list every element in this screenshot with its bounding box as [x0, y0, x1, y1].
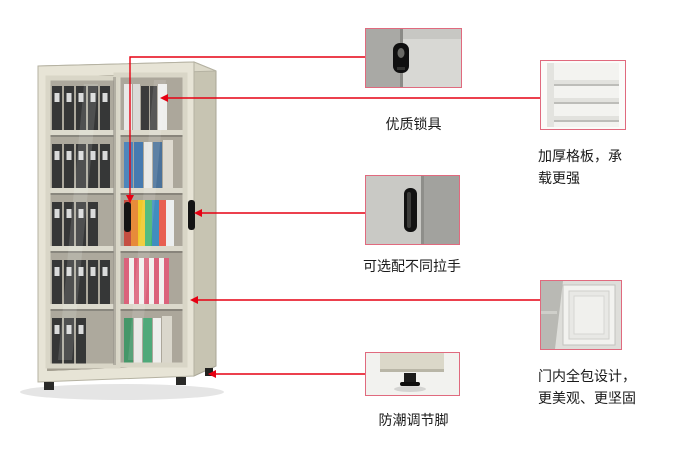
- foot-detail-image: [365, 352, 460, 396]
- adjustable-foot-icon: [366, 353, 459, 395]
- binders-left-column: [52, 86, 110, 364]
- callout-label-shelf: 加厚格板，承 载更强: [538, 148, 622, 186]
- connector-lines: [129, 56, 540, 375]
- cabinet: [37, 61, 217, 390]
- arrow-shelf: [160, 94, 168, 102]
- left-door-handle: [124, 202, 131, 232]
- arrow-foot: [208, 370, 216, 378]
- callout-label-handle: 可选配不同拉手: [363, 258, 461, 274]
- arrow-door: [190, 296, 198, 304]
- arrow-lock: [126, 195, 134, 203]
- callout-label-door: 门内全包设计， 更美观、更坚固: [538, 368, 636, 406]
- cabinet-side-panel: [193, 61, 217, 377]
- cabinet-feet: [44, 368, 213, 390]
- lock-detail-image: [365, 28, 462, 88]
- left-glass-door: [45, 75, 121, 369]
- sliding-glass-doors: [45, 72, 188, 369]
- shelf-detail-image: [540, 60, 626, 130]
- callout-label-foot: 防潮调节脚: [378, 412, 449, 428]
- handle-detail-image: [365, 175, 460, 245]
- lock-icon: [366, 29, 461, 87]
- door-inner-icon: [541, 281, 621, 349]
- books-right-column: [124, 84, 174, 364]
- cabinet-shadow: [20, 384, 224, 400]
- connector-lock: [129, 56, 365, 196]
- handle-icon: [366, 176, 459, 244]
- arrow-handle: [194, 209, 202, 217]
- callout-label-lock: 优质锁具: [385, 116, 442, 132]
- door-inner-detail-image: [540, 280, 622, 350]
- shelf-icon: [541, 61, 625, 129]
- connector-arrowheads: [126, 94, 216, 378]
- right-door-handle: [188, 200, 195, 230]
